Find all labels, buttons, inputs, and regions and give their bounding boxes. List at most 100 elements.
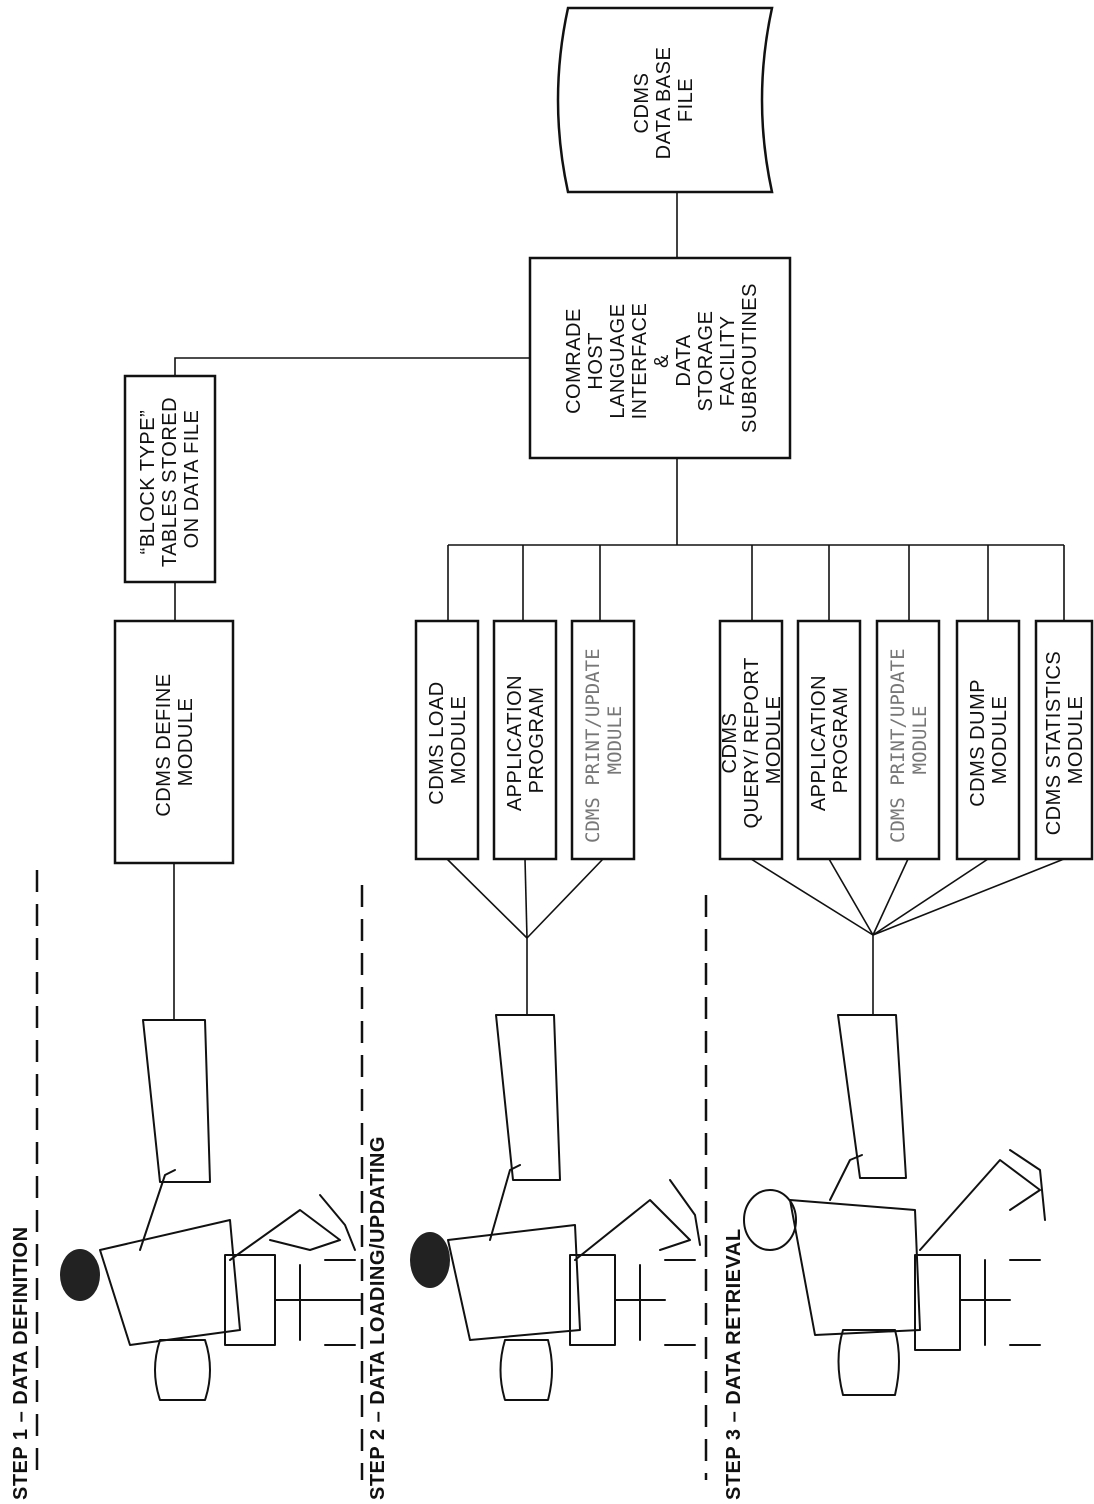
print-update-label-step3: CDMS PRINT/UPDATE MODULE	[887, 637, 931, 843]
interface-line-8: FACILITY	[717, 316, 739, 406]
interface-line-4: INTERFACE	[629, 303, 651, 420]
interface-line-2: HOST	[585, 332, 607, 389]
database-file-shape	[556, 6, 774, 194]
dump-module-box	[955, 619, 1021, 861]
leg-1	[229, 1209, 341, 1261]
terminal-screen-1	[142, 1019, 211, 1183]
leg-3	[919, 1159, 1041, 1251]
app2-line-1: APPLICATION	[504, 675, 526, 811]
chair-seat-2	[569, 1254, 616, 1346]
terminal-screen-2	[495, 1014, 561, 1181]
head-3	[743, 1189, 797, 1251]
print-update-label-step2: CDMS PRINT/UPDATE MODULE	[582, 637, 626, 843]
interface-line-6: DATA	[673, 334, 695, 387]
fan3-line-5	[872, 858, 1065, 936]
load-module-label: CDMS LOAD MODULE	[426, 675, 470, 804]
database-line-3: FILE	[675, 78, 697, 122]
print2-line-2: MODULE	[604, 706, 626, 775]
interface-line-3: LANGUAGE	[607, 303, 629, 418]
query-report-label: CDMS QUERY/ REPORT MODULE	[719, 651, 785, 828]
step2-label: STEP 2 – DATA LOADING/UPDATING	[367, 1136, 389, 1500]
app-program-label-step2: APPLICATION PROGRAM	[504, 669, 548, 811]
interface-label: COMRADE HOST LANGUAGE INTERFACE & DATA S…	[563, 283, 761, 433]
app-program-box-step3	[796, 619, 862, 861]
stats-line-1: CDMS STATISTICS	[1043, 651, 1065, 836]
head-2	[410, 1232, 450, 1288]
interface-line-7: STORAGE	[695, 311, 717, 412]
terminal-screen-3	[837, 1014, 907, 1179]
fan3-line-3	[872, 858, 909, 936]
chair-back-2	[499, 1339, 553, 1401]
arm-2	[489, 1164, 521, 1241]
torso-3	[789, 1199, 921, 1336]
step3-label: STEP 3 – DATA RETRIEVAL	[723, 1228, 745, 1500]
define-line-1: CDMS DEFINE	[153, 673, 175, 816]
database-line-2: DATA BASE	[653, 47, 675, 160]
query-line-3: MODULE	[763, 696, 785, 785]
fan2-line-3	[526, 858, 604, 939]
leg-2	[574, 1199, 691, 1261]
block-type-box	[123, 374, 217, 584]
query-report-module-box	[718, 619, 784, 861]
block-type-line-3: ON DATA FILE	[181, 410, 203, 549]
interface-blocktype-connector	[174, 357, 530, 376]
chair-back-1	[154, 1339, 211, 1401]
chair-base-2	[614, 1259, 696, 1346]
chair-base-3	[959, 1259, 1041, 1346]
operator-illustration-step3	[743, 1014, 1046, 1396]
app2-line-2: PROGRAM	[526, 687, 548, 794]
arm-1	[139, 1169, 176, 1251]
chair-back-3	[837, 1329, 900, 1396]
torso-2	[447, 1224, 581, 1341]
fan2-line-2	[524, 858, 528, 939]
shoe-3	[1009, 1149, 1046, 1221]
define-module-label: CDMS DEFINE MODULE	[153, 667, 197, 816]
chair-base-1	[274, 1259, 361, 1346]
define-module-box	[113, 619, 235, 865]
arm-3	[829, 1154, 863, 1201]
interface-box	[528, 256, 792, 460]
step1-label: STEP 1 – DATA DEFINITION	[10, 1226, 32, 1500]
interface-line-5: &	[651, 354, 673, 368]
fan3-line-1	[750, 858, 874, 936]
database-line-1: CDMS	[631, 73, 653, 134]
query-line-2: QUERY/ REPORT	[741, 658, 763, 829]
dump-module-label: CDMS DUMP MODULE	[967, 673, 1011, 807]
block-type-line-2: TABLES STORED	[159, 397, 181, 567]
chair-seat-3	[914, 1254, 961, 1351]
chair-seat-1	[224, 1254, 276, 1346]
fan2-line-1	[446, 858, 528, 939]
operator-illustration-step2	[410, 1014, 701, 1401]
interface-line-9: SUBROUTINES	[739, 283, 761, 433]
shoe-1	[319, 1194, 356, 1251]
app3-line-1: APPLICATION	[808, 675, 830, 811]
print-update-box-step2	[570, 619, 636, 861]
define-line-2: MODULE	[175, 698, 197, 787]
query-line-1: CDMS	[719, 713, 741, 774]
print3-line-1: CDMS PRINT/UPDATE	[887, 648, 909, 842]
load-line-1: CDMS LOAD	[426, 681, 448, 804]
operator-illustration-step1	[60, 1019, 361, 1401]
load-module-box	[414, 619, 480, 861]
statistics-module-label: CDMS STATISTICS MODULE	[1043, 645, 1087, 836]
dump-line-2: MODULE	[989, 696, 1011, 785]
head-1	[60, 1249, 100, 1301]
stats-line-2: MODULE	[1065, 696, 1087, 785]
load-line-2: MODULE	[448, 696, 470, 785]
torso-1	[99, 1219, 241, 1346]
print2-line-1: CDMS PRINT/UPDATE	[582, 648, 604, 842]
statistics-module-box	[1034, 619, 1094, 861]
database-file-label: CDMS DATA BASE FILE	[631, 41, 697, 160]
app-program-label-step3: APPLICATION PROGRAM	[808, 669, 852, 811]
print-update-box-step3	[875, 619, 941, 861]
block-type-line-1: “BLOCK TYPE”	[137, 410, 159, 555]
fan3-line-4	[872, 858, 989, 936]
shoe-2	[669, 1179, 701, 1246]
print3-line-2: MODULE	[909, 706, 931, 775]
block-type-label: “BLOCK TYPE” TABLES STORED ON DATA FILE	[137, 391, 203, 567]
dump-line-1: CDMS DUMP	[967, 679, 989, 806]
app3-line-2: PROGRAM	[830, 687, 852, 794]
interface-line-1: COMRADE	[563, 308, 585, 414]
fan3-line-2	[828, 858, 874, 936]
